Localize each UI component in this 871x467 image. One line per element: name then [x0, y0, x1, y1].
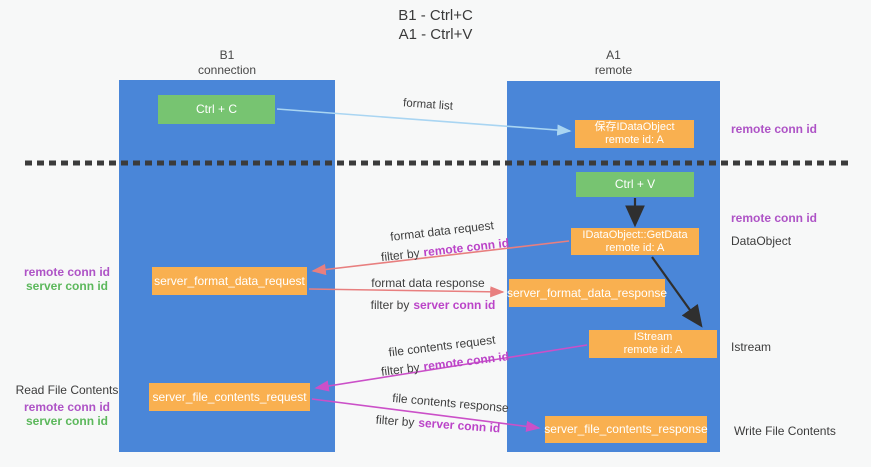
dataobject-label: DataObject — [731, 234, 792, 248]
server-format-data-response-box: server_format_data_response — [506, 279, 668, 307]
read-file-contents-label: Read File Contents — [15, 383, 119, 397]
server-file-contents-response-box: server_file_contents_response — [544, 416, 708, 443]
title-line-1: B1 - Ctrl+C — [398, 7, 473, 24]
istream-label: IStream — [633, 331, 673, 343]
istream-remote-id: remote id: A — [623, 344, 683, 356]
server-file-contents-response-label: server_file_contents_response — [544, 422, 708, 436]
ctrl-c-label: Ctrl + C — [195, 102, 237, 116]
left-server-conn-id-label: server conn id — [25, 279, 109, 293]
format-list-label: format list — [402, 97, 454, 113]
column-b1-subtitle: connection — [197, 63, 257, 77]
left-bottom-remote-conn-id-label: remote conn id — [23, 400, 110, 414]
ctrl-v-label: Ctrl + V — [614, 177, 656, 191]
read-file-contents-group: Read File Contents remote conn id server… — [12, 383, 122, 428]
right-remote-conn-id-label-1: remote conn id — [731, 122, 818, 136]
filter-by-server-conn-id-label: filter by server conn id — [370, 298, 496, 312]
column-a1-subtitle: remote — [594, 63, 633, 77]
idataobject-getdata-box: IDataObject::GetData remote id: A — [571, 228, 699, 255]
filter-by-server-conn-id-label-2: filter by server conn id — [375, 412, 501, 436]
istream-side-label: Istream — [731, 340, 772, 354]
left-remote-conn-id-label: remote conn id — [23, 265, 110, 279]
ctrl-c-box: Ctrl + C — [158, 95, 275, 124]
getdata-label: IDataObject::GetData — [582, 228, 688, 241]
server-format-data-request-label: server_format_data_request — [154, 273, 305, 288]
getdata-remote-id: remote id: A — [605, 241, 665, 254]
column-b1-name: B1 — [219, 48, 235, 62]
format-data-response-label: format data response — [371, 276, 485, 290]
server-file-contents-request-box: server_file_contents_request — [149, 383, 310, 411]
istream-box: IStream remote id: A — [589, 330, 717, 358]
ctrl-v-box: Ctrl + V — [576, 172, 694, 197]
right-remote-conn-id-label-2: remote conn id — [731, 211, 818, 225]
write-file-contents-label: Write File Contents — [734, 424, 836, 438]
server-format-data-request-box: server_format_data_request — [152, 267, 307, 295]
column-header-a1: A1 remote — [507, 48, 720, 78]
file-contents-response-label: file contents response — [391, 390, 510, 416]
column-a1-name: A1 — [606, 48, 621, 62]
server-file-contents-request-label: server_file_contents_request — [152, 389, 307, 404]
save-idataobject-box: 保存IDataObject remote id: A — [575, 120, 694, 148]
column-header-b1: B1 connection — [119, 48, 335, 78]
save-idataobject-remote-id: remote id: A — [605, 134, 664, 146]
left-bottom-server-conn-id-label: server conn id — [25, 414, 109, 428]
left-conn-id-labels: remote conn id server conn id — [12, 265, 122, 293]
save-idataobject-label: 保存IDataObject — [594, 121, 675, 133]
server-format-data-response-label: server_format_data_response — [506, 285, 668, 300]
title-line-2: A1 - Ctrl+V — [398, 26, 473, 43]
diagram-title: B1 - Ctrl+C A1 - Ctrl+V — [0, 6, 871, 44]
